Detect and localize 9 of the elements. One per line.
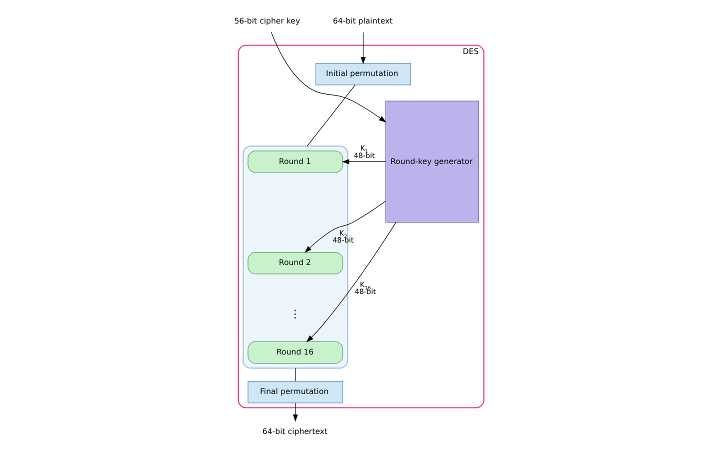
arrow bbox=[270, 32, 386, 122]
label: ⋮ bbox=[290, 307, 300, 320]
arrow bbox=[304, 200, 386, 253]
arrow bbox=[342, 159, 386, 164]
connector bbox=[306, 84, 356, 146]
arrow bbox=[360, 32, 366, 64]
connector bbox=[295, 368, 296, 382]
arrow bbox=[306, 222, 396, 342]
arrow bbox=[292, 402, 298, 422]
